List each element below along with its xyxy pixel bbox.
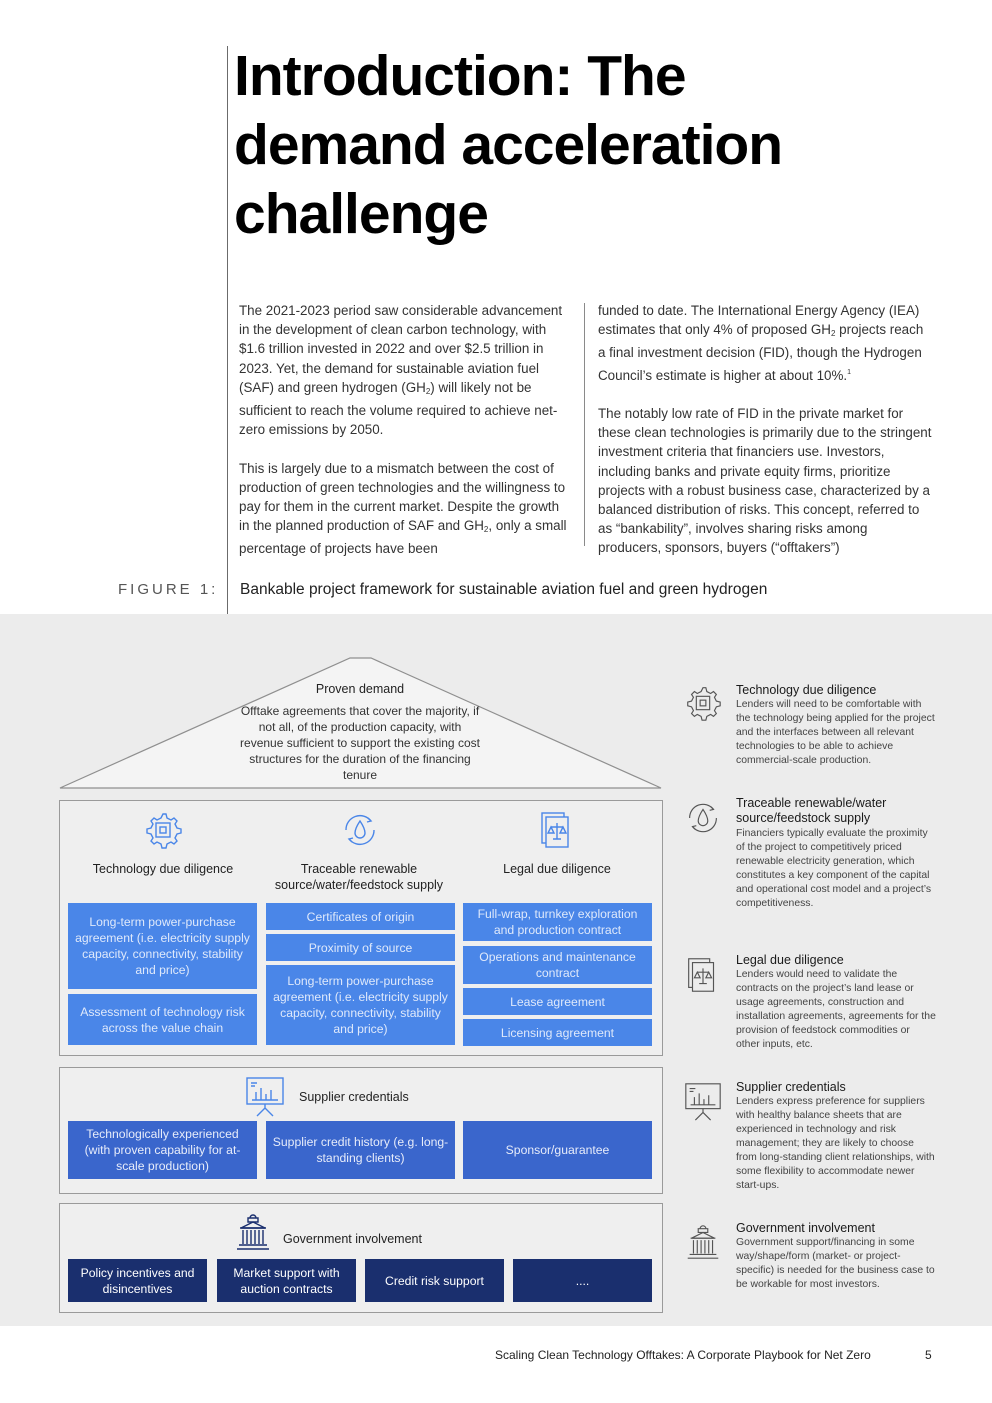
supplier-cell-sponsor: Sponsor/guarantee: [463, 1121, 652, 1179]
pillar-title-legal: Legal due diligence: [503, 862, 611, 876]
water-cycle-icon: [345, 814, 375, 846]
tech-cell-risk-assessment: Assessment of technology risk across the…: [68, 994, 257, 1045]
supplier-cell-experienced: Technologically experienced (with proven…: [68, 1121, 257, 1179]
trace-cell-certificates: Certificates of origin: [266, 903, 455, 930]
legal-cell-full-wrap: Full-wrap, turnkey exploration and produ…: [463, 903, 652, 941]
side-text-legal: Lenders would need to validate the contr…: [736, 969, 936, 1050]
gov-cell-policy: Policy incentives and disincentives: [68, 1259, 207, 1302]
title-line-3: challenge: [234, 182, 489, 246]
presentation-board-icon: [685, 1083, 721, 1121]
pillar-title-technology: Technology due diligence: [92, 862, 234, 876]
side-text-traceable: Financiers typically evaluate the proxim…: [736, 828, 932, 909]
footer-title: Scaling Clean Technology Offtakes: A Cor…: [495, 1348, 871, 1362]
trace-cell-proximity: Proximity of source: [266, 934, 455, 961]
pillar-title-traceable: Traceable renewable source/water/feedsto…: [274, 862, 444, 892]
side-title-traceable: Traceable renewable/water source/feedsto…: [736, 796, 887, 825]
supplier-credentials-title: Supplier credentials: [299, 1090, 409, 1104]
paragraph: The 2021-2023 period saw considerable ad…: [239, 303, 563, 438]
body-column-right: funded to date. The International Energy…: [598, 301, 932, 577]
footnote-ref[interactable]: 1: [847, 368, 852, 376]
paragraph: This is largely due to a mismatch betwee…: [239, 460, 567, 557]
legal-cell-om-contract: Operations and maintenance contract: [463, 946, 652, 984]
legal-documents-icon: [541, 812, 569, 848]
paragraph: The notably low rate of FID in the priva…: [598, 406, 932, 556]
side-title-technology: Technology due diligence: [736, 683, 877, 697]
proven-demand-text: Offtake agreements that cover the majori…: [240, 704, 480, 782]
chip-gear-icon: [146, 813, 182, 849]
side-text-government: Government support/financing in some way…: [736, 1237, 935, 1290]
legal-cell-licensing: Licensing agreement: [463, 1019, 652, 1046]
legal-cell-lease: Lease agreement: [463, 988, 652, 1015]
paragraph: funded to date. The International Energy…: [598, 303, 924, 383]
figure-label: FIGURE 1:: [118, 581, 219, 598]
page-title: Introduction: The demand acceleration ch…: [234, 42, 783, 249]
water-cycle-icon: [689, 803, 717, 833]
presentation-board-icon: [246, 1077, 284, 1117]
figure-title: Bankable project framework for sustainab…: [240, 581, 768, 598]
supplier-cell-credit-history: Supplier credit history (e.g. long-stand…: [266, 1121, 455, 1179]
legal-documents-icon: [688, 958, 715, 992]
proven-demand-title: Proven demand: [315, 682, 405, 696]
title-line-1: Introduction: The: [234, 44, 687, 108]
roof-triangle: [59, 657, 662, 789]
side-title-legal: Legal due diligence: [736, 953, 844, 967]
side-text-supplier: Lenders express preference for suppliers…: [736, 1096, 935, 1191]
government-involvement-title: Government involvement: [283, 1232, 422, 1246]
column-divider: [584, 303, 585, 546]
body-column-left: The 2021-2023 period saw considerable ad…: [239, 301, 571, 578]
gov-cell-credit-risk: Credit risk support: [365, 1259, 504, 1302]
trace-cell-ppa: Long-term power-purchase agreement (i.e.…: [266, 965, 455, 1045]
gov-cell-more: ....: [513, 1259, 652, 1302]
side-title-supplier: Supplier credentials: [736, 1080, 846, 1094]
side-text-technology: Lenders will need to be comfortable with…: [736, 699, 935, 766]
title-rule: [227, 46, 228, 614]
government-building-icon: [237, 1214, 269, 1250]
chip-gear-icon: [687, 687, 721, 721]
tech-cell-ppa: Long-term power-purchase agreement (i.e.…: [68, 903, 257, 989]
gov-cell-market-support: Market support with auction contracts: [217, 1259, 356, 1302]
page-number: 5: [925, 1348, 932, 1362]
title-line-2: demand acceleration: [234, 113, 783, 177]
side-title-government: Government involvement: [736, 1221, 875, 1235]
government-building-icon: [687, 1225, 719, 1259]
